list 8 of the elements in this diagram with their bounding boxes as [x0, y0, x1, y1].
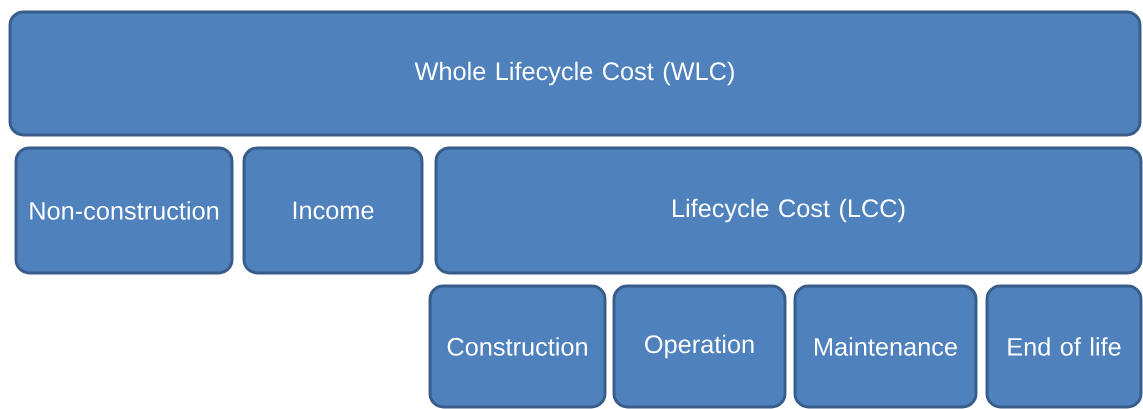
process-box: Income	[242, 146, 424, 275]
process-box: Operation	[612, 284, 787, 409]
process-box: Lifecycle Cost (LCC)	[434, 146, 1143, 275]
process-box: Maintenance	[793, 284, 978, 409]
process-box: Construction	[428, 284, 607, 409]
process-box: End of life	[985, 284, 1143, 409]
process-box: Non-construction	[14, 146, 234, 275]
process-box: Whole Lifecycle Cost (WLC)	[8, 10, 1142, 137]
